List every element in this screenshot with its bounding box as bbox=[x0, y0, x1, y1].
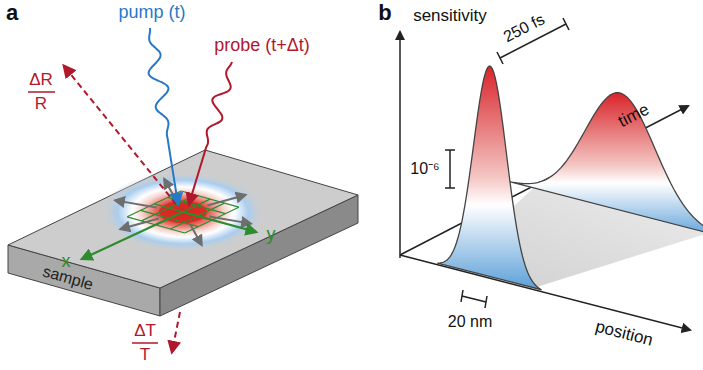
reflectance-label: ΔR bbox=[29, 71, 53, 90]
width-bracket bbox=[462, 296, 486, 302]
scale-bar bbox=[449, 150, 451, 188]
y-axis-arrow bbox=[183, 212, 256, 232]
transmitted-probe bbox=[172, 312, 180, 352]
fraction-bar bbox=[28, 91, 55, 93]
reflectance-label: R bbox=[35, 95, 47, 114]
probe-label: probe (t+Δt) bbox=[214, 36, 310, 56]
axis-title: time bbox=[615, 100, 652, 131]
time-scale: 250 fs bbox=[501, 10, 548, 45]
transmittance-label: T bbox=[140, 346, 150, 365]
panel-letter: a bbox=[6, 1, 18, 25]
time-bracket bbox=[497, 52, 503, 64]
width-bracket bbox=[485, 296, 487, 308]
fraction-bar bbox=[132, 342, 158, 344]
probe-pulse bbox=[189, 62, 232, 204]
diffusion-arrow bbox=[190, 225, 201, 245]
axis-title: sensitivity bbox=[413, 7, 487, 26]
width-bracket bbox=[461, 290, 463, 302]
diffusion-arrow bbox=[207, 195, 245, 206]
panel-letter: b bbox=[378, 1, 391, 25]
time-bracket bbox=[563, 18, 569, 30]
excitation-spot bbox=[101, 172, 265, 252]
sensitivity-plot bbox=[400, 18, 703, 330]
sample-slab bbox=[8, 150, 358, 316]
x-axis-arrow bbox=[82, 212, 183, 259]
sensitivity-peak bbox=[508, 93, 703, 239]
transmittance-label: ΔT bbox=[134, 322, 156, 341]
reflected-probe bbox=[64, 66, 176, 204]
pump-label: pump (t) bbox=[118, 3, 185, 23]
sensitivity-axis bbox=[399, 32, 401, 258]
scale-bar bbox=[445, 149, 455, 151]
axis-label: y bbox=[267, 225, 276, 245]
axis-title: position bbox=[593, 318, 654, 351]
width-scale: 20 nm bbox=[448, 313, 492, 331]
sensitivity-peak bbox=[437, 66, 541, 290]
diffusion-arrow bbox=[115, 200, 156, 207]
diffusion-arrow bbox=[121, 219, 159, 230]
position-axis bbox=[400, 255, 690, 330]
pump-pulse bbox=[149, 28, 178, 204]
scale-bar bbox=[445, 187, 455, 189]
scale-value: 10⁻⁶ bbox=[410, 160, 439, 178]
